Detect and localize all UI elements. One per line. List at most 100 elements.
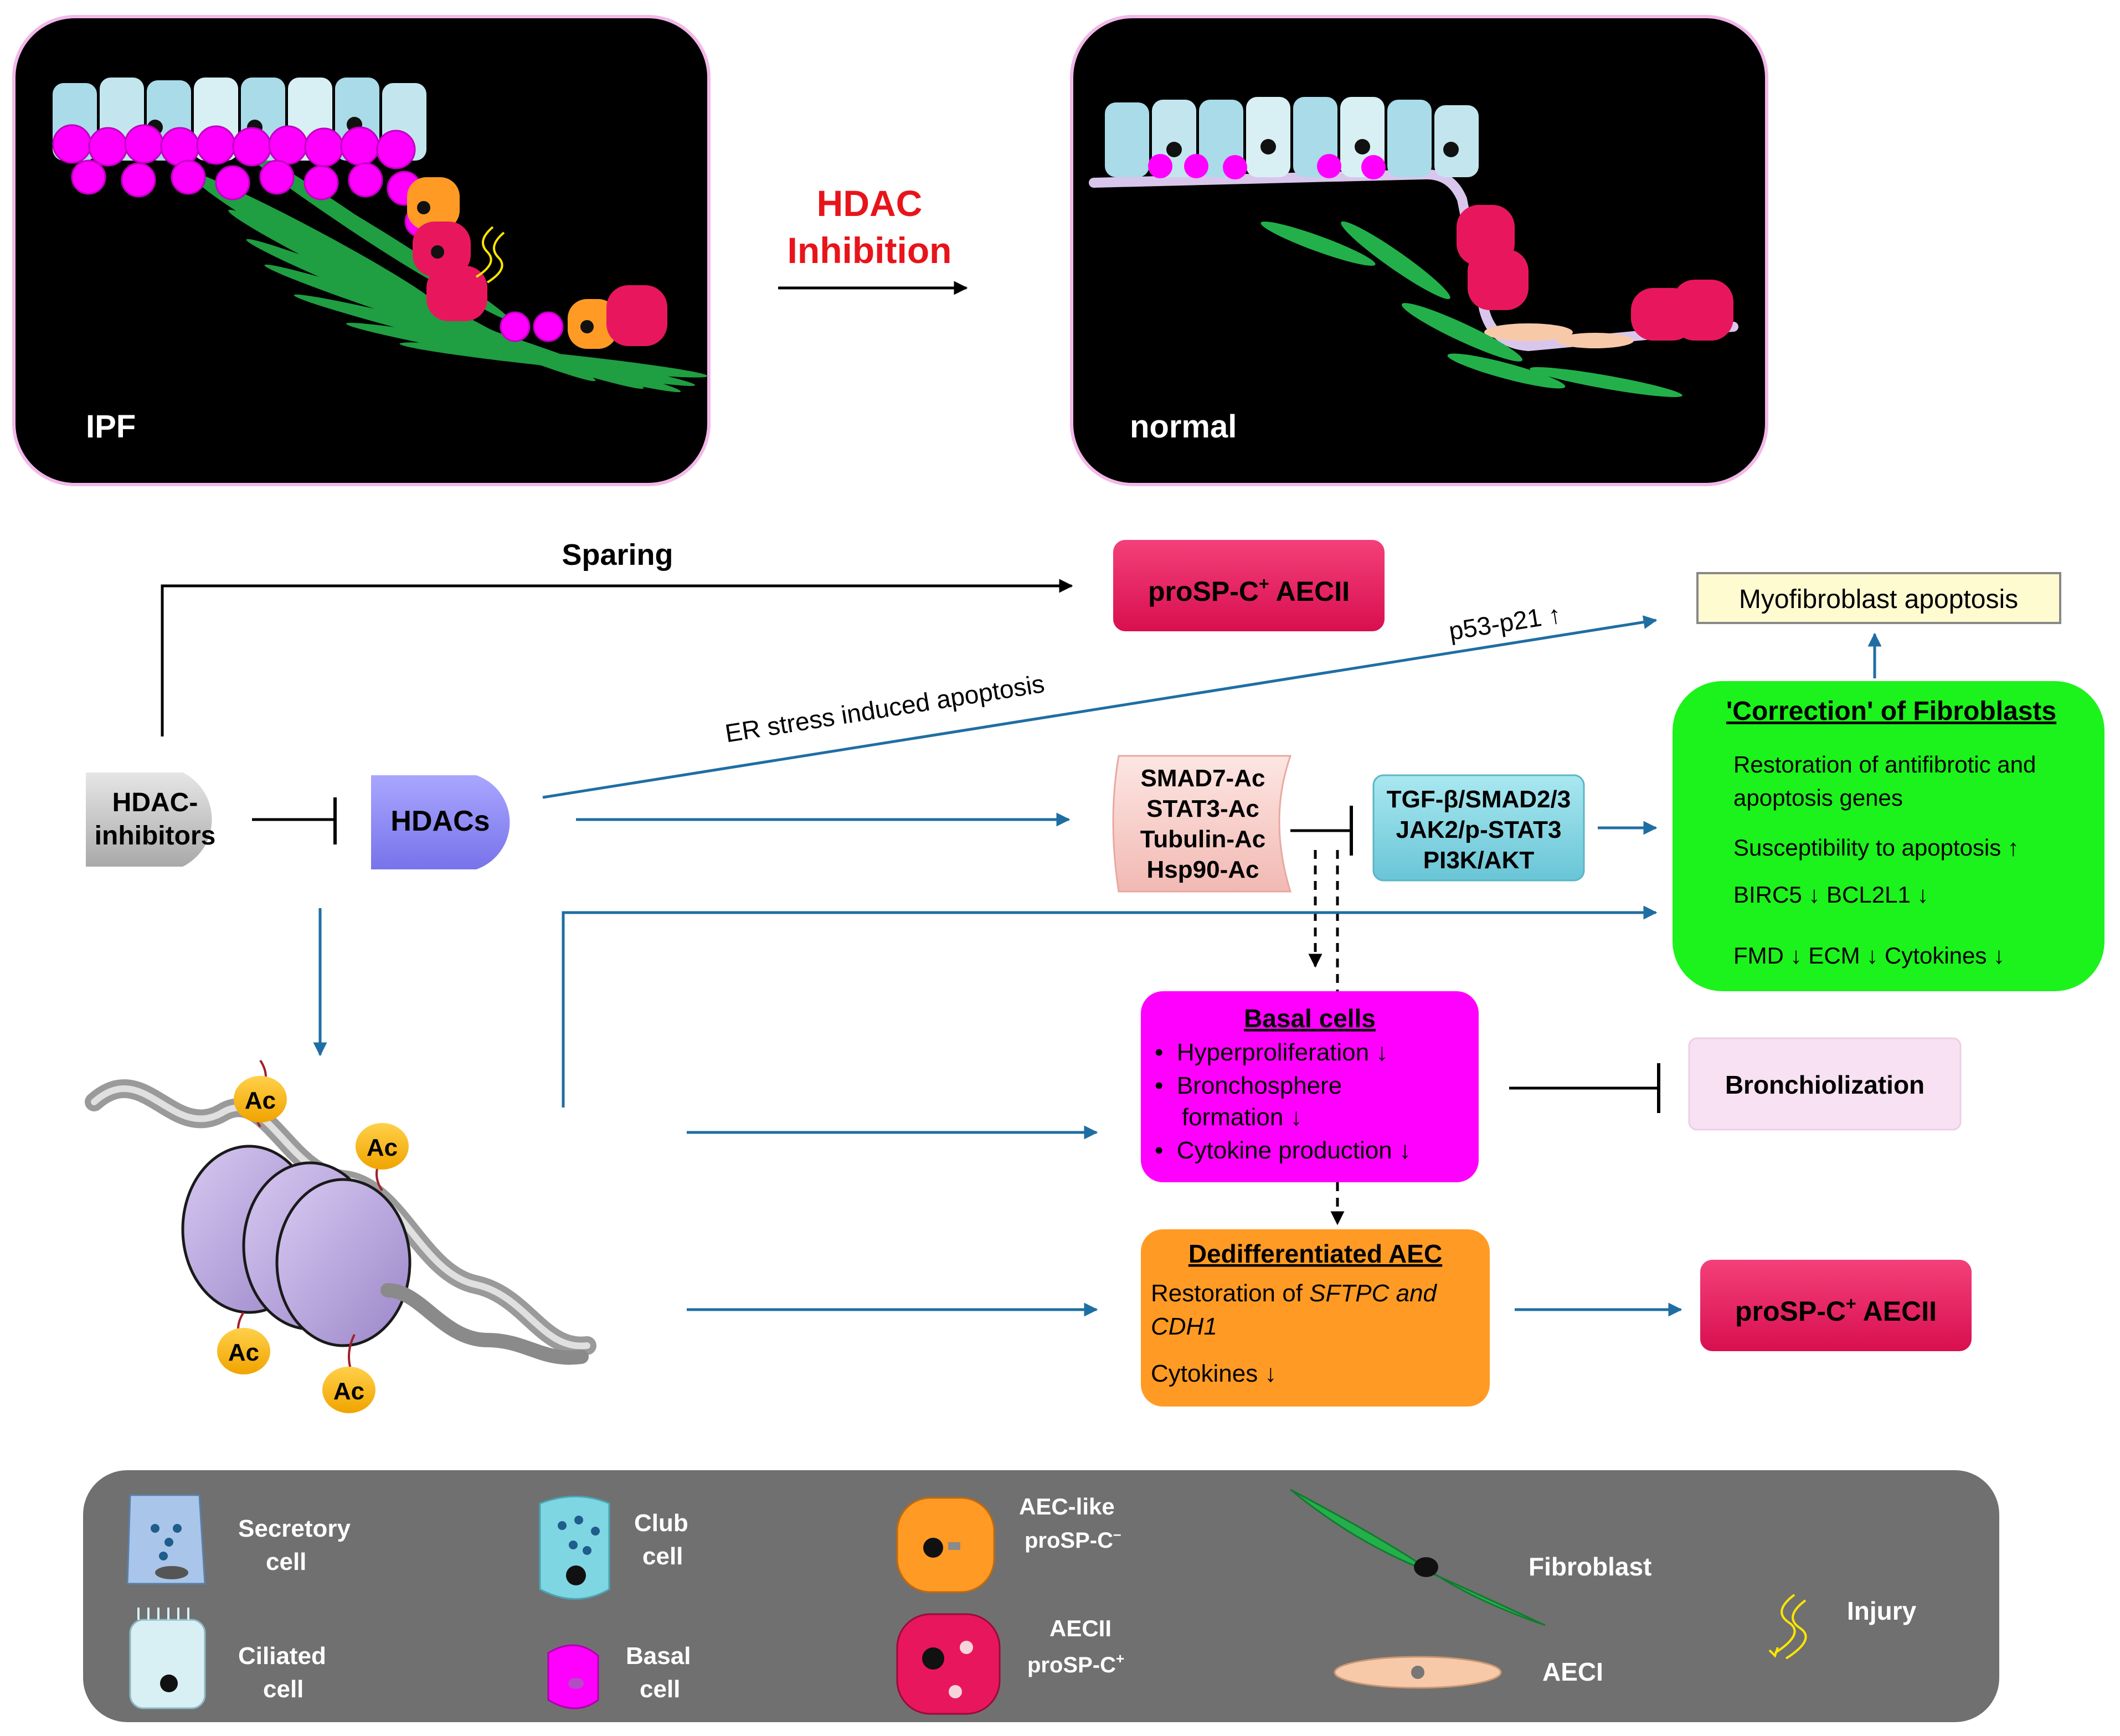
er-stress-arrow — [542, 615, 1658, 799]
ac-label-3: Ac — [228, 1339, 259, 1366]
sparing-arrow — [161, 579, 1073, 736]
legend-secretory-2: cell — [266, 1548, 306, 1575]
legend-secretory-icon — [126, 1494, 206, 1585]
correction-box: 'Correction' of Fibroblasts Restoration … — [1673, 681, 2104, 991]
legend-secretory-1: Secretory — [238, 1515, 351, 1542]
prosp-top-main: proSP-C — [1148, 576, 1259, 607]
svg-text:proSP-C+ AECII: proSP-C+ AECII — [1735, 1294, 1937, 1327]
correction-item-4: FMD ↓ ECM ↓ Cytokines ↓ — [1733, 942, 2005, 969]
normal-basal-cells — [1148, 154, 1386, 179]
hdac-inhibition-line2: Inhibition — [788, 230, 952, 271]
prosp-box-top: proSP-C+ AECII — [1113, 540, 1385, 631]
legend-fibroblast-label: Fibroblast — [1529, 1552, 1651, 1581]
prosp-bottom-main: proSP-C — [1735, 1296, 1846, 1327]
hdacs-box: HDACs — [371, 775, 510, 869]
legend-aeci-icon — [1334, 1656, 1502, 1689]
hdac-inhibitors-box: HDAC- inhibitors — [86, 772, 215, 867]
dediff-line2: CDH1 — [1151, 1313, 1217, 1340]
prosp-bottom-sup: + — [1846, 1294, 1856, 1313]
legend-basal-1: Basal — [626, 1642, 691, 1670]
ac-badge: Ac — [217, 1328, 270, 1374]
dediff-genes: SFTPC and — [1309, 1280, 1437, 1307]
er-stress-label: ER stress induced apoptosis — [723, 669, 1047, 748]
acetylated-1: STAT3-Ac — [1146, 795, 1259, 822]
ipf-injury-icon — [475, 226, 505, 284]
myofibroblast-label: Myofibroblast apoptosis — [1739, 585, 2018, 614]
legend-ciliated-icon — [129, 1608, 206, 1709]
correction-item-0: Restoration of antifibrotic and — [1733, 751, 2036, 777]
correction-item-1: apoptosis genes — [1733, 785, 1903, 811]
ipf-alveolar-cells — [407, 177, 667, 349]
sparing-label: Sparing — [562, 538, 673, 571]
legend-ciliated-1: Ciliated — [238, 1642, 326, 1670]
legend-aeci-label: AECI — [1542, 1657, 1603, 1686]
basal-title: Basal cells — [1244, 1004, 1376, 1033]
ipf-basal-cells — [52, 124, 564, 342]
correction-title: 'Correction' of Fibroblasts — [1726, 697, 2056, 726]
myofibroblast-box: Myofibroblast apoptosis — [1696, 572, 2061, 624]
ac-badge: Ac — [356, 1123, 409, 1170]
legend-ciliated-2: cell — [263, 1676, 303, 1703]
legend-fibroblast-icon — [1290, 1488, 1546, 1626]
chromatin-to-correction-arrow — [562, 905, 1658, 1107]
legend-club-2: cell — [642, 1543, 683, 1570]
legend-injury-label: Injury — [1847, 1596, 1917, 1625]
prosp-box-bottom: proSP-C+ AECII — [1700, 1260, 1972, 1351]
legend-club-icon — [539, 1496, 610, 1600]
prosp-bottom-rest: AECII — [1856, 1296, 1937, 1327]
normal-membrane — [1089, 169, 1738, 352]
normal-label: normal — [1130, 409, 1237, 445]
ac-label-2: Ac — [367, 1134, 398, 1161]
basal-item-1: • Bronchosphere — [1155, 1072, 1342, 1099]
pathway-0: TGF-β/SMAD2/3 — [1387, 786, 1571, 813]
legend-aecii-icon — [896, 1613, 1001, 1715]
prosp-top-sup: + — [1259, 574, 1269, 594]
legend-panel: Secretory cell Ciliated cell Club cell B… — [83, 1470, 1999, 1722]
legend-aec-like-1: AEC-like — [1019, 1493, 1115, 1519]
basal-item-0: • Hyperproliferation ↓ — [1155, 1039, 1388, 1066]
normal-panel: normal — [1070, 15, 1768, 486]
acetylated-proteins-box: SMAD7-Ac STAT3-Ac Tubulin-Ac Hsp90-Ac — [1112, 755, 1292, 893]
normal-aecii — [1457, 205, 1733, 341]
hdacs-label: HDACs — [390, 805, 490, 837]
legend-basal-icon — [547, 1644, 599, 1709]
svg-text:Restoration of SFTPC and: Restoration of SFTPC and — [1151, 1280, 1438, 1307]
ac-label-4: Ac — [333, 1378, 364, 1405]
normal-fibroblasts — [1260, 221, 1682, 398]
legend-aecii-2: proSP-C — [1027, 1653, 1116, 1677]
nucleosome-illustration — [85, 1059, 596, 1379]
pathway-1: JAK2/p-STAT3 — [1396, 816, 1561, 843]
dediff-box: Dedifferentiated AEC Restoration of SFTP… — [1141, 1229, 1490, 1407]
pathway-2: PI3K/AKT — [1423, 847, 1535, 874]
legend-aecii-1: AECII — [1049, 1615, 1112, 1641]
bronchiolization-label: Bronchiolization — [1725, 1070, 1925, 1099]
acetylated-2: Tubulin-Ac — [1140, 826, 1265, 853]
basal-item-2: formation ↓ — [1155, 1104, 1303, 1131]
prosp-top-rest: AECII — [1269, 576, 1350, 607]
correction-item-2: Susceptibility to apoptosis ↑ — [1733, 834, 2019, 861]
bronchiolization-box: Bronchiolization — [1688, 1037, 1962, 1131]
legend-aec-like-icon — [896, 1497, 995, 1593]
ipf-label: IPF — [86, 409, 136, 445]
hdac-inhibition-line1: HDAC — [817, 183, 923, 224]
correction-item-3: BIRC5 ↓ BCL2L1 ↓ — [1733, 882, 1929, 908]
hdac-inhibitors-line2: inhibitors — [95, 821, 216, 851]
acetylated-0: SMAD7-Ac — [1141, 765, 1265, 792]
legend-aecii-sup: + — [1116, 1650, 1124, 1667]
hdac-inhibitors-line1: HDAC- — [112, 788, 198, 817]
dediff-title: Dedifferentiated AEC — [1188, 1239, 1442, 1268]
ipf-panel: IPF — [12, 15, 711, 486]
svg-text:proSP-C–: proSP-C– — [1025, 1526, 1121, 1553]
legend-aec-like-sup: – — [1113, 1526, 1121, 1542]
pathways-box: TGF-β/SMAD2/3 JAK2/p-STAT3 PI3K/AKT — [1372, 774, 1585, 882]
dediff-restoration: Restoration of — [1151, 1280, 1309, 1307]
legend-club-1: Club — [634, 1510, 688, 1537]
legend-injury-icon — [1768, 1594, 1807, 1660]
acetylated-3: Hsp90-Ac — [1147, 856, 1259, 883]
basal-cells-box: Basal cells • Hyperproliferation ↓ • Bro… — [1141, 991, 1479, 1182]
ac-badge: Ac — [322, 1367, 375, 1413]
svg-text:proSP-C+: proSP-C+ — [1027, 1650, 1124, 1677]
legend-aec-like-2: proSP-C — [1025, 1528, 1113, 1553]
svg-text:proSP-C+ AECII: proSP-C+ AECII — [1148, 574, 1350, 607]
basal-item-3: • Cytokine production ↓ — [1155, 1137, 1411, 1164]
